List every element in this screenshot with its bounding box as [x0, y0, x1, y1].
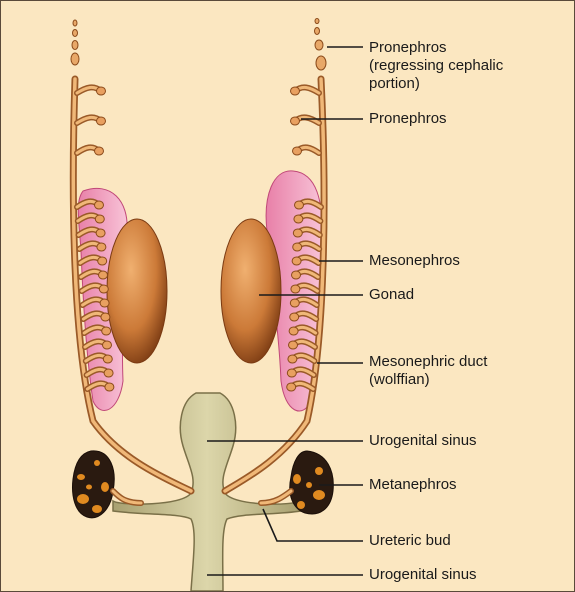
left-mesonephros-tubule-10-bulb	[103, 341, 112, 349]
label-mesonephric-duct-line2: (wolffian)	[369, 371, 569, 389]
left-pronephros-regressing-beads	[71, 20, 79, 65]
label-pronephros-regressing-line3: portion)	[369, 75, 569, 93]
label-urogenital-sinus-upper: Urogenital sinus	[369, 432, 477, 450]
left-mesonephros-tubule-11-bulb	[103, 355, 112, 363]
left-mesonephros-tubule-12-bulb	[104, 369, 113, 377]
label-pronephros: Pronephros	[369, 110, 447, 128]
right-mesonephros-tubule-5-bulb	[292, 271, 301, 279]
right-mesonephros-tubule-3-bulb	[293, 243, 302, 251]
right-mesonephros-tubule-2-bulb	[293, 229, 302, 237]
left-mesonephros-tubule-13-bulb	[105, 383, 114, 391]
label-ureteric-bud: Ureteric bud	[369, 532, 451, 550]
left-pronephros-tubule-2-bulb	[95, 147, 104, 155]
right-mesonephros-tubule-9-bulb	[289, 327, 298, 335]
left-pronephros-tubule-1-bulb	[97, 117, 106, 125]
left-mesonephros-tubule-1-bulb	[95, 215, 104, 223]
left-mesonephros-tubule-3-bulb	[97, 243, 106, 251]
label-pronephros-regressing-line1: Pronephros	[369, 39, 569, 57]
label-mesonephric-duct-line1: Mesonephric duct	[369, 353, 569, 371]
label-gonad: Gonad	[369, 286, 414, 304]
left-mesonephros-tubule-5-bulb	[99, 271, 108, 279]
right-pronephros-regressing-beads	[315, 19, 327, 71]
right-mesonephros-tubule-0-bulb	[295, 201, 304, 209]
left-mesonephros-tubule-0-bulb	[95, 201, 104, 209]
label-mesonephros: Mesonephros	[369, 252, 460, 270]
left-mesonephros-tubule-2-bulb	[96, 229, 105, 237]
left-mesonephros-tubule-7-bulb	[100, 299, 109, 307]
left-mesonephros-tubule-8-bulb	[101, 313, 110, 321]
left-gonad-shape	[107, 219, 167, 363]
left-mesonephros-tubule-6-bulb	[99, 285, 108, 293]
right-mesonephros-tubule-7-bulb	[290, 299, 299, 307]
label-urogenital-sinus-lower: Urogenital sinus	[369, 566, 477, 584]
left-mesonephros-tubule-9-bulb	[102, 327, 111, 335]
right-mesonephros-tubule-12-bulb	[287, 369, 296, 377]
left-pronephros-tubule-0-bulb	[97, 87, 106, 95]
right-pronephros-tubule-2-bulb	[293, 147, 302, 155]
label-mesonephric-duct: Mesonephric duct (wolffian)	[369, 353, 569, 389]
urogenital-sinus-shape	[113, 393, 301, 591]
right-mesonephros-tubule-8-bulb	[290, 313, 299, 321]
label-pronephros-regressing: Pronephros (regressing cephalic portion)	[369, 39, 569, 93]
right-mesonephros-tubule-4-bulb	[292, 257, 301, 265]
left-mesonephros-tubule-4-bulb	[98, 257, 107, 265]
right-mesonephros-tubule-6-bulb	[291, 285, 300, 293]
right-pronephros-tubule-0-bulb	[291, 87, 300, 95]
label-pronephros-regressing-line2: (regressing cephalic	[369, 57, 569, 75]
right-mesonephros-tubule-1-bulb	[294, 215, 303, 223]
right-pronephros-tubule-1-bulb	[291, 117, 300, 125]
right-mesonephros-tubule-13-bulb	[287, 383, 296, 391]
right-gonad-shape	[221, 219, 281, 363]
right-mesonephros-tubule-11-bulb	[288, 355, 297, 363]
label-metanephros: Metanephros	[369, 476, 457, 494]
right-mesonephros-tubule-10-bulb	[289, 341, 298, 349]
